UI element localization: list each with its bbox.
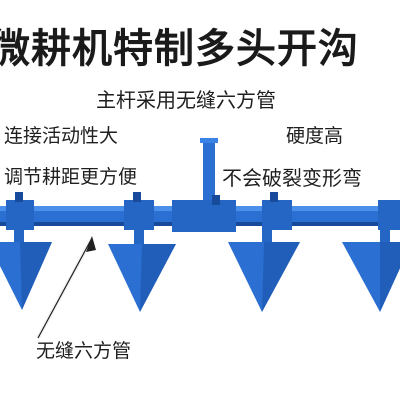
- clamp-2: [124, 200, 154, 230]
- feature-no-crack: 不会破裂变形弯: [222, 166, 362, 190]
- mast-post: [203, 140, 215, 212]
- bolt-1: [15, 192, 23, 202]
- headline: 微耕机特制多头开沟: [0, 26, 359, 72]
- furrow-blade-2-shade: [140, 244, 176, 312]
- subheadline: 主杆采用无缝六方管: [96, 88, 276, 112]
- feature-activity: 连接活动性大: [4, 125, 119, 147]
- shank-4: [380, 226, 390, 244]
- feature-adjust: 调节耕距更方便: [4, 166, 138, 188]
- shank-3: [262, 226, 272, 244]
- callout-label: 无缝六方管: [36, 340, 132, 362]
- shank-1: [14, 226, 24, 244]
- clamp-3: [262, 200, 292, 230]
- bolt-2: [133, 192, 141, 202]
- furrow-blade-3-shade: [262, 242, 300, 312]
- bolt-4: [212, 195, 220, 205]
- furrow-blade-4-shade: [380, 242, 400, 312]
- callout-arrow-line-inner: [37, 237, 93, 339]
- furrow-blade-4: [342, 242, 400, 312]
- shank-2: [134, 226, 144, 244]
- furrow-blade-1: [0, 242, 52, 310]
- feature-hardness: 硬度高: [286, 125, 344, 147]
- clamp-4: [378, 200, 400, 230]
- mast-top: [200, 138, 218, 143]
- furrow-blade-2: [108, 244, 176, 312]
- bolt-3: [270, 192, 278, 202]
- clamp-1: [6, 200, 34, 230]
- callout-arrow-head: [86, 236, 96, 252]
- furrow-blade-3: [228, 242, 300, 312]
- center-clamp: [172, 200, 236, 232]
- furrow-blade-1-shade: [20, 242, 52, 310]
